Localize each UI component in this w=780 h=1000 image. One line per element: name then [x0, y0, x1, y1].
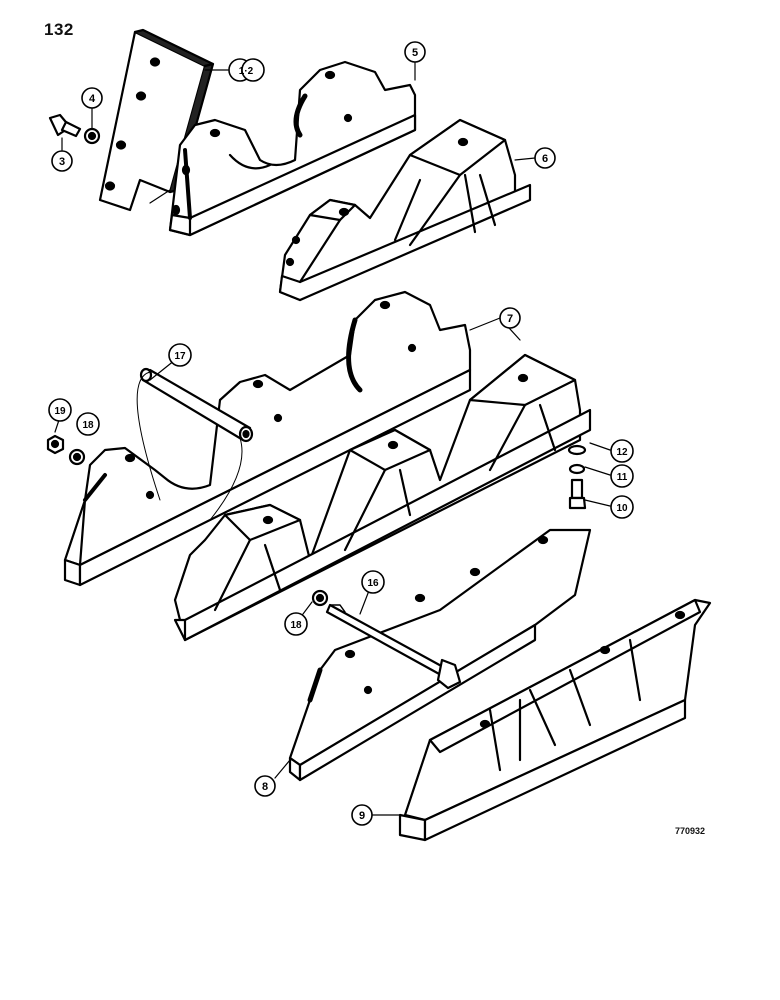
callout-6: 6 — [534, 147, 556, 169]
part-11-lockwasher — [568, 463, 586, 475]
callout-7: 7 — [499, 307, 521, 329]
callout-17: 17 — [168, 343, 192, 367]
callout-label: 16 — [367, 578, 379, 589]
callout-1-2: 1·2 — [228, 58, 265, 82]
page-number: 132 — [44, 20, 74, 39]
part-7-rail — [173, 353, 592, 642]
callout-label: 18 — [290, 620, 302, 631]
callout-3: 3 — [51, 150, 73, 172]
callout-label: 19 — [54, 406, 66, 417]
callout-label: 10 — [616, 503, 628, 514]
callout-label: 17 — [174, 351, 186, 362]
callout-label: 3 — [59, 156, 65, 168]
callout-4: 4 — [81, 87, 103, 109]
callout-8: 8 — [254, 775, 276, 797]
callout-19: 19 — [48, 398, 72, 422]
callout-12: 12 — [610, 439, 634, 463]
part-3-capscrew — [48, 113, 82, 138]
callout-5: 5 — [404, 41, 426, 63]
callout-label: 6 — [542, 153, 548, 165]
part-5-saddle — [168, 60, 417, 237]
callout-11: 11 — [610, 464, 634, 488]
callout-18-left: 18 — [76, 412, 100, 436]
part-12-washer — [567, 444, 587, 456]
callout-10: 10 — [610, 495, 634, 519]
part-8-block — [288, 528, 592, 782]
callouts: 1·2 3 4 5 6 7 — [48, 41, 634, 826]
callout-18-mid: 18 — [284, 612, 308, 636]
callout-label: 1·2 — [239, 66, 254, 77]
callout-label: 18 — [82, 420, 94, 431]
part-6-rail — [278, 118, 532, 302]
callout-16: 16 — [361, 570, 385, 594]
callout-9: 9 — [351, 804, 373, 826]
part-9-rail — [398, 598, 712, 842]
callout-label: 5 — [412, 47, 418, 59]
callout-label: 12 — [616, 447, 628, 458]
drawing-id: 770932 — [675, 826, 706, 836]
part-7-saddle — [63, 290, 472, 587]
part-17-dowel — [139, 367, 254, 443]
callout-label: 9 — [359, 810, 365, 822]
part-16-bolt — [325, 603, 462, 690]
callout-label: 8 — [262, 781, 268, 793]
callout-label: 4 — [89, 93, 96, 105]
part-10-screw — [568, 478, 587, 510]
callout-label: 11 — [617, 472, 628, 483]
callout-label: 7 — [507, 313, 513, 325]
